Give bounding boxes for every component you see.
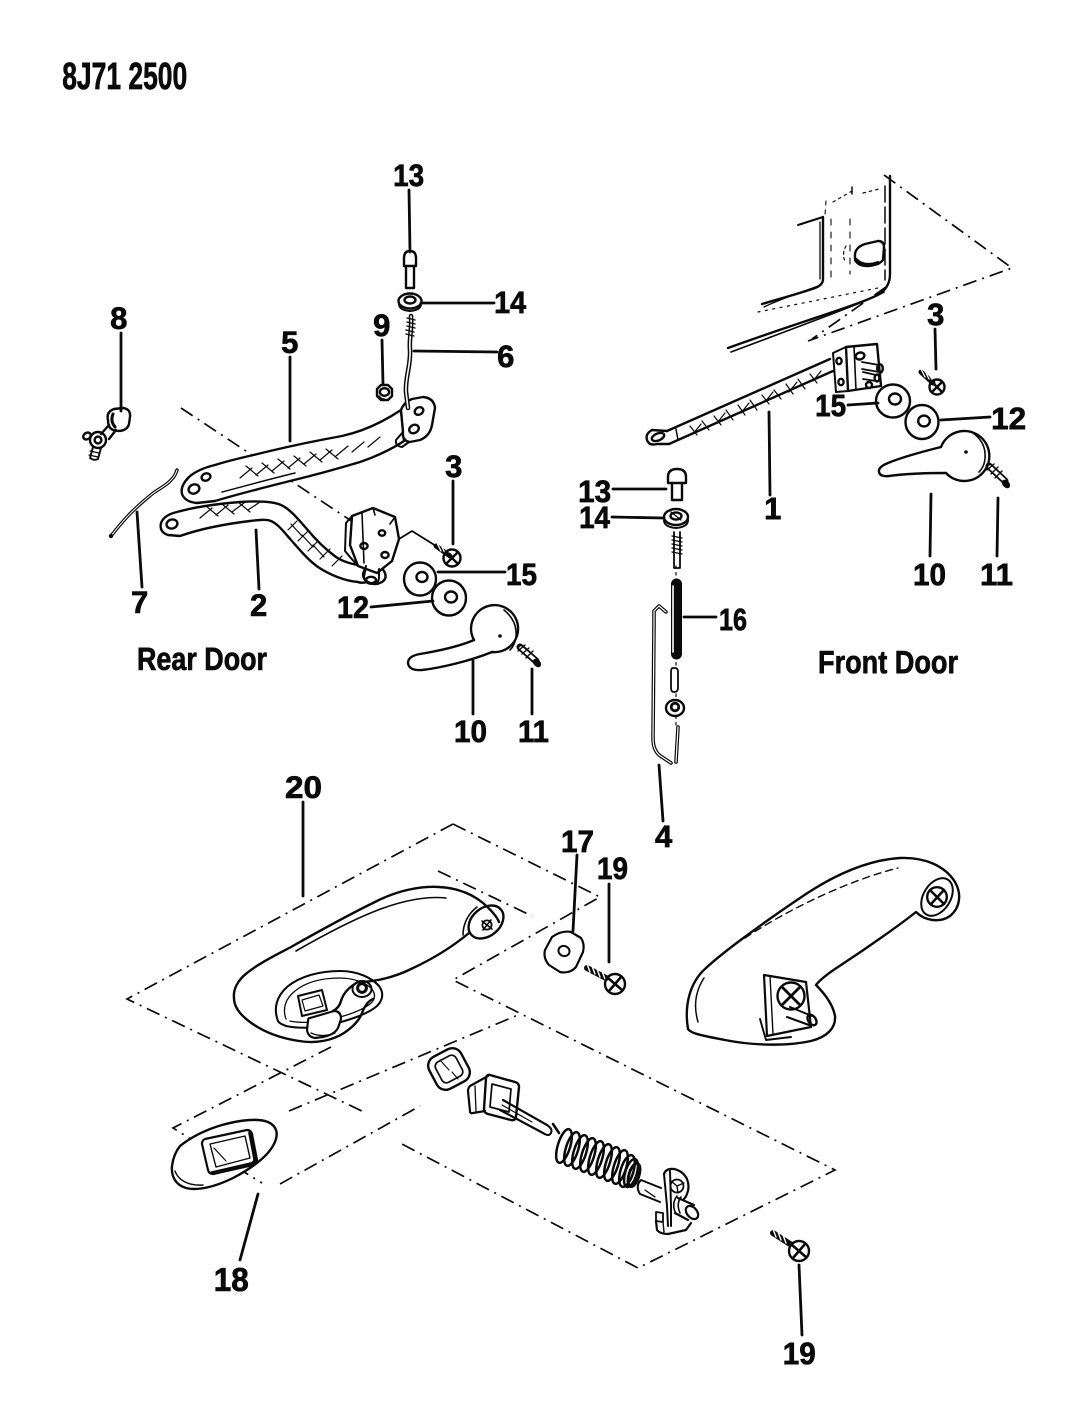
svg-text:9: 9 <box>373 308 390 343</box>
svg-text:11: 11 <box>518 714 549 749</box>
svg-text:2: 2 <box>250 588 267 623</box>
svg-text:17: 17 <box>561 824 594 859</box>
svg-text:16: 16 <box>719 602 747 637</box>
svg-text:15: 15 <box>506 557 537 592</box>
svg-text:8: 8 <box>110 301 127 336</box>
svg-text:3: 3 <box>927 297 944 332</box>
svg-text:7: 7 <box>131 585 148 620</box>
svg-text:14: 14 <box>579 500 611 535</box>
svg-text:8J71 2500: 8J71 2500 <box>62 56 187 98</box>
svg-text:13: 13 <box>578 474 611 509</box>
svg-text:11: 11 <box>980 557 1013 592</box>
svg-text:18: 18 <box>214 1261 249 1298</box>
svg-text:19: 19 <box>783 1336 816 1371</box>
svg-text:1: 1 <box>764 491 781 526</box>
svg-text:13: 13 <box>393 158 424 193</box>
svg-text:19: 19 <box>597 851 628 886</box>
svg-text:5: 5 <box>281 325 298 360</box>
svg-text:12: 12 <box>991 401 1026 436</box>
svg-text:4: 4 <box>655 819 673 854</box>
svg-text:14: 14 <box>494 285 527 320</box>
svg-text:20: 20 <box>285 770 322 805</box>
svg-text:15: 15 <box>815 388 846 423</box>
svg-text:Front Door: Front Door <box>818 644 958 680</box>
svg-text:10: 10 <box>913 557 946 592</box>
svg-text:3: 3 <box>445 449 462 484</box>
svg-text:Rear Door: Rear Door <box>137 641 267 677</box>
svg-text:12: 12 <box>337 590 369 625</box>
svg-text:6: 6 <box>497 339 514 374</box>
svg-text:10: 10 <box>454 714 487 749</box>
